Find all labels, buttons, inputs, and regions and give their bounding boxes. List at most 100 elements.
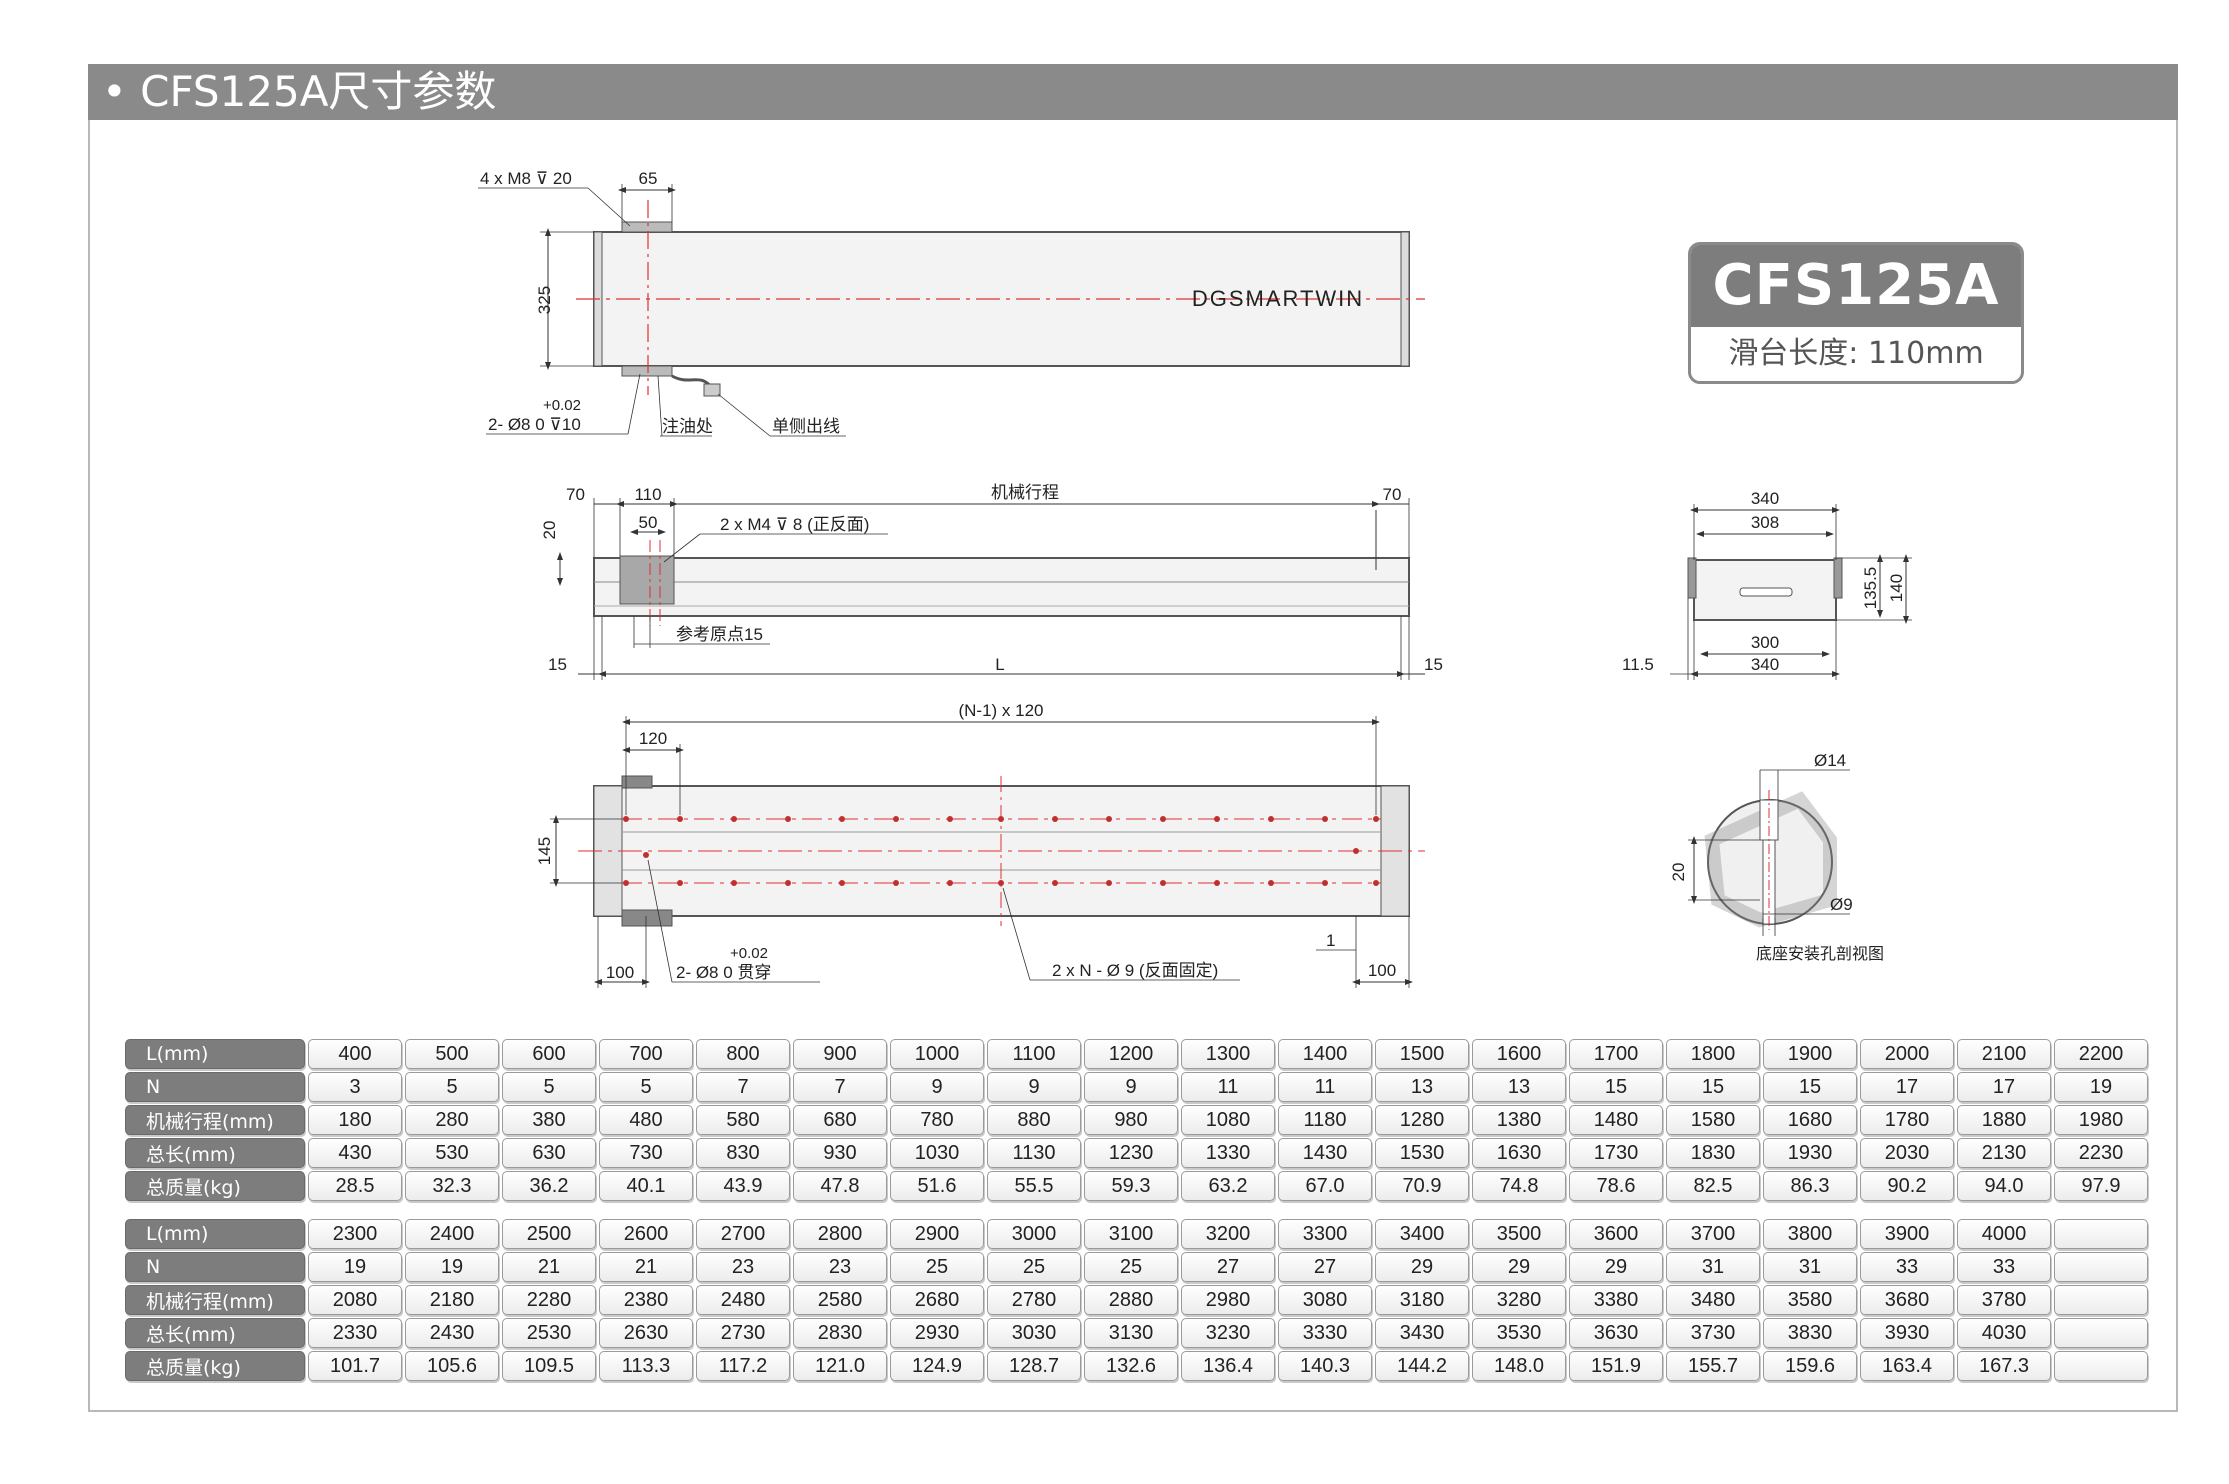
table-cell: 2800	[793, 1219, 887, 1249]
slide-table-top	[621, 221, 673, 233]
table-cell: 17	[1860, 1072, 1954, 1102]
table-cell: 15	[1763, 1072, 1857, 1102]
table-cell: 29	[1569, 1252, 1663, 1282]
table-cell: 2730	[696, 1318, 790, 1348]
table-cell	[2054, 1285, 2148, 1315]
table-cell: 15	[1569, 1072, 1663, 1102]
table-cell: 19	[405, 1252, 499, 1282]
table-cell: 67.0	[1278, 1171, 1372, 1201]
table-cell: 32.3	[405, 1171, 499, 1201]
row-label: 总质量(kg)	[125, 1351, 305, 1381]
brand-logo: DGSMARTWIN	[1192, 286, 1364, 311]
table-cell: 1200	[1084, 1039, 1178, 1069]
row-label: 机械行程(mm)	[125, 1105, 305, 1135]
table-cell: 4030	[1957, 1318, 2051, 1348]
table-cell: 5	[502, 1072, 596, 1102]
table-cell: 1600	[1472, 1039, 1566, 1069]
table-cell: 4000	[1957, 1219, 2051, 1249]
table-cell: 31	[1666, 1252, 1760, 1282]
table-cell: 3500	[1472, 1219, 1566, 1249]
table-cell: 105.6	[405, 1351, 499, 1381]
table-cell: 3180	[1375, 1285, 1469, 1315]
dim-340-top: 340	[1751, 489, 1779, 508]
table-cell: 3580	[1763, 1285, 1857, 1315]
table-cell: 2930	[890, 1318, 984, 1348]
table-cell: 29	[1375, 1252, 1469, 1282]
table-cell: 1800	[1666, 1039, 1760, 1069]
table-cell: 3900	[1860, 1219, 1954, 1249]
row-label: L(mm)	[125, 1219, 305, 1249]
table-cell: 3630	[1569, 1318, 1663, 1348]
table-cell: 148.0	[1472, 1351, 1566, 1381]
dim-325: 325	[535, 286, 554, 314]
table-cell: 1500	[1375, 1039, 1469, 1069]
table-cell: 2630	[599, 1318, 693, 1348]
table-cell: 27	[1278, 1252, 1372, 1282]
table-cell: 2330	[308, 1318, 402, 1348]
table-cell: 167.3	[1957, 1351, 2051, 1381]
dim-65: 65	[639, 169, 658, 188]
table-cell: 5	[405, 1072, 499, 1102]
table-cell: 94.0	[1957, 1171, 2051, 1201]
table-cell: 180	[308, 1105, 402, 1135]
table-cell: 97.9	[2054, 1171, 2148, 1201]
table-cell: 159.6	[1763, 1351, 1857, 1381]
table-cell	[2054, 1219, 2148, 1249]
row-label: N	[125, 1072, 305, 1102]
section-dim-20: 20	[1669, 863, 1688, 882]
table-cell: 3430	[1375, 1318, 1469, 1348]
side-view: 70 110 机械行程 70 50 2 x M4 ⊽ 8 (正反面) 20 参考…	[540, 483, 1443, 680]
table-cell: 101.7	[308, 1351, 402, 1381]
table-cell: 1280	[1375, 1105, 1469, 1135]
table-cell: 580	[696, 1105, 790, 1135]
table-cell: 1430	[1278, 1138, 1372, 1168]
dim-135-5: 135.5	[1861, 567, 1880, 610]
table-cell: 600	[502, 1039, 596, 1069]
table-cell: 2000	[1860, 1039, 1954, 1069]
dim-120: 120	[639, 729, 667, 748]
table-cell: 74.8	[1472, 1171, 1566, 1201]
dim-100-left: 100	[606, 963, 634, 982]
model-name: CFS125A	[1691, 245, 2021, 327]
section-dim-9: Ø9	[1830, 895, 1853, 914]
dim-15-right: 15	[1424, 655, 1443, 674]
table-cell: 43.9	[696, 1171, 790, 1201]
table-cell: 2080	[308, 1285, 402, 1315]
table-cell: 1930	[1763, 1138, 1857, 1168]
table-cell: 7	[696, 1072, 790, 1102]
content-frame	[88, 120, 2178, 1412]
row-label: 机械行程(mm)	[125, 1285, 305, 1315]
section-header: • CFS125A尺寸参数	[88, 64, 2178, 120]
dim-300: 300	[1751, 633, 1779, 652]
table-cell: 121.0	[793, 1351, 887, 1381]
table-cell: 136.4	[1181, 1351, 1275, 1381]
table-cell	[2054, 1252, 2148, 1282]
table-cell: 1780	[1860, 1105, 1954, 1135]
table-cell: 36.2	[502, 1171, 596, 1201]
table-cell: 2600	[599, 1219, 693, 1249]
table-cell: 530	[405, 1138, 499, 1168]
table-cell: 1080	[1181, 1105, 1275, 1135]
table-cell: 2500	[502, 1219, 596, 1249]
table-cell: 51.6	[890, 1171, 984, 1201]
table-cell: 3380	[1569, 1285, 1663, 1315]
table-cell: 380	[502, 1105, 596, 1135]
table-cell: 3100	[1084, 1219, 1178, 1249]
slide-length: 滑台长度: 110mm	[1728, 336, 1984, 371]
pitch-label: (N-1) x 120	[958, 701, 1043, 720]
table-cell: 23	[793, 1252, 887, 1282]
bottom-view: (N-1) x 120 120 145 100 +0.02 2- Ø8 0 贯穿…	[535, 701, 1425, 988]
table-cell: 3000	[987, 1219, 1081, 1249]
table-cell: 1900	[1763, 1039, 1857, 1069]
table-cell: 59.3	[1084, 1171, 1178, 1201]
row-label: 总长(mm)	[125, 1138, 305, 1168]
table-cell: 25	[890, 1252, 984, 1282]
dim-20: 20	[540, 521, 559, 540]
